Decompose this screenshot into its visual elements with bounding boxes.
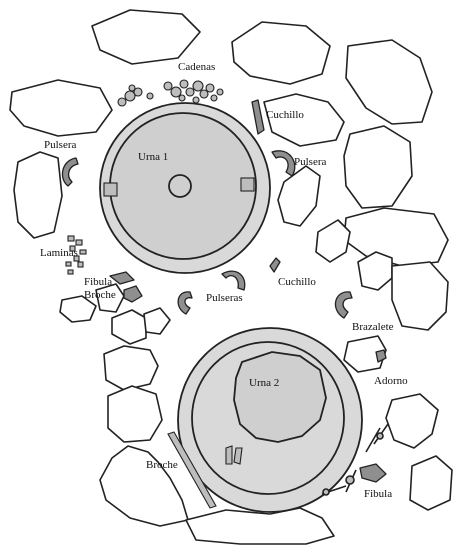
label-pulsera-right: Pulsera <box>294 156 327 168</box>
bracelet-right-artifact <box>271 150 296 177</box>
artifacts <box>61 79 389 509</box>
labels: Cadenas Pulsera Urna 1 Cuchillo Pulsera … <box>40 61 408 500</box>
broche-left-artifact <box>123 285 143 303</box>
label-cuchillo-mid: Cuchillo <box>278 276 316 288</box>
stone <box>277 165 321 227</box>
stone <box>99 445 189 527</box>
pins-cluster <box>321 423 389 496</box>
label-fibula-bottom: Fibula <box>364 488 392 500</box>
laminas-cluster <box>65 235 87 275</box>
stone <box>315 219 351 263</box>
stone <box>391 261 449 331</box>
label-fibula-left: Fibula <box>84 276 112 288</box>
stone <box>343 335 387 373</box>
stone <box>263 93 345 147</box>
label-broche-bottom: Broche <box>146 459 178 471</box>
urna-1-left-handle <box>103 182 118 197</box>
label-laminas: Laminas <box>40 247 78 259</box>
bracelet-left-artifact <box>61 157 79 187</box>
urna-2-handle <box>225 445 243 465</box>
fibula-left-artifact <box>109 271 135 285</box>
brazalete-artifact <box>334 291 353 319</box>
stone <box>385 393 439 449</box>
urna-1-center-knob <box>168 174 192 198</box>
label-brazalete: Brazalete <box>352 321 394 333</box>
urna-2 <box>177 327 363 513</box>
label-pulseras: Pulseras <box>206 292 243 304</box>
stone <box>111 309 147 345</box>
adorno-artifact <box>375 349 387 363</box>
cadenas-cluster <box>117 79 224 107</box>
urna-2-content-mass <box>233 351 327 443</box>
stones <box>9 9 453 545</box>
label-adorno: Adorno <box>374 375 408 387</box>
urna-1 <box>99 102 271 274</box>
stone <box>103 345 159 391</box>
broche-long-artifact <box>167 431 217 509</box>
label-broche-left: Broche <box>84 289 116 301</box>
stone <box>91 9 201 65</box>
label-cuchillo-top: Cuchillo <box>266 109 304 121</box>
fibula-bottom-artifact <box>359 463 387 483</box>
stone <box>185 507 335 545</box>
label-cadenas: Cadenas <box>178 61 215 73</box>
stone <box>343 207 449 267</box>
stone <box>143 307 171 335</box>
stone <box>231 21 331 85</box>
knife-artifact <box>251 99 265 135</box>
knife-mid-artifact <box>269 257 281 273</box>
bracelets-pair-artifact-2 <box>177 291 193 315</box>
bracelets-pair-artifact-1 <box>221 270 246 291</box>
stone <box>9 79 113 137</box>
label-pulsera-left: Pulsera <box>44 139 77 151</box>
stone <box>13 151 63 239</box>
stone <box>343 125 413 209</box>
stone <box>409 455 453 511</box>
stone <box>357 251 393 291</box>
label-urna-1: Urna 1 <box>138 151 168 163</box>
stone <box>345 39 433 125</box>
stone <box>107 385 163 443</box>
label-urna-2: Urna 2 <box>249 377 279 389</box>
urna-2-inner-rim <box>191 341 345 495</box>
stone <box>59 295 97 323</box>
urna-1-right-handle <box>240 177 255 192</box>
stone <box>95 283 125 313</box>
